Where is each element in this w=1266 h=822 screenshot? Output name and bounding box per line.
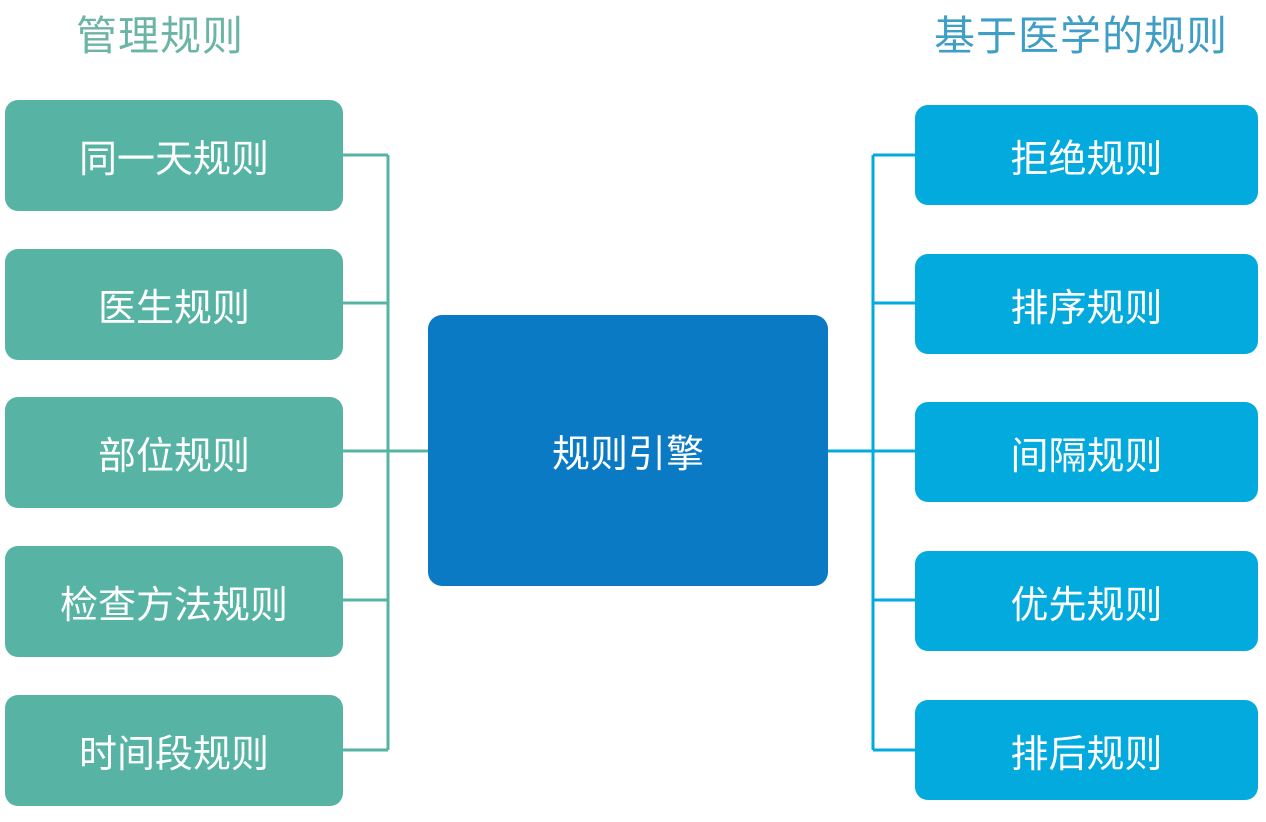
node-label: 时间段规则 (78, 734, 269, 776)
right-node-4[interactable]: 优先规则 (915, 551, 1258, 651)
right-node-1[interactable]: 拒绝规则 (915, 105, 1258, 205)
left-node-1[interactable]: 同一天规则 (5, 100, 343, 211)
center-node-label: 规则引擎 (551, 434, 704, 476)
node-label: 检查方法规则 (59, 585, 288, 627)
left-node-5[interactable]: 时间段规则 (5, 695, 343, 806)
left-branch-header: 管理规则 (76, 13, 244, 59)
right-connector-group (828, 153, 915, 752)
left-node-2[interactable]: 医生规则 (5, 249, 343, 360)
right-node-3[interactable]: 间隔规则 (915, 402, 1258, 502)
center-node[interactable]: 规则引擎 (428, 315, 828, 586)
right-branch-header: 基于医学的规则 (934, 13, 1228, 59)
right-node-2[interactable]: 排序规则 (915, 254, 1258, 354)
node-label: 排序规则 (1010, 287, 1163, 330)
left-node-4[interactable]: 检查方法规则 (5, 546, 343, 657)
node-label: 拒绝规则 (1010, 138, 1163, 181)
node-label: 医生规则 (97, 288, 250, 330)
left-connector-group (343, 153, 428, 752)
left-node-3[interactable]: 部位规则 (5, 397, 343, 508)
node-label: 排后规则 (1010, 733, 1163, 776)
node-label: 部位规则 (97, 436, 250, 478)
node-label: 优先规则 (1010, 584, 1163, 627)
node-label: 间隔规则 (1010, 435, 1163, 478)
node-label: 同一天规则 (78, 139, 269, 181)
right-node-5[interactable]: 排后规则 (915, 700, 1258, 800)
